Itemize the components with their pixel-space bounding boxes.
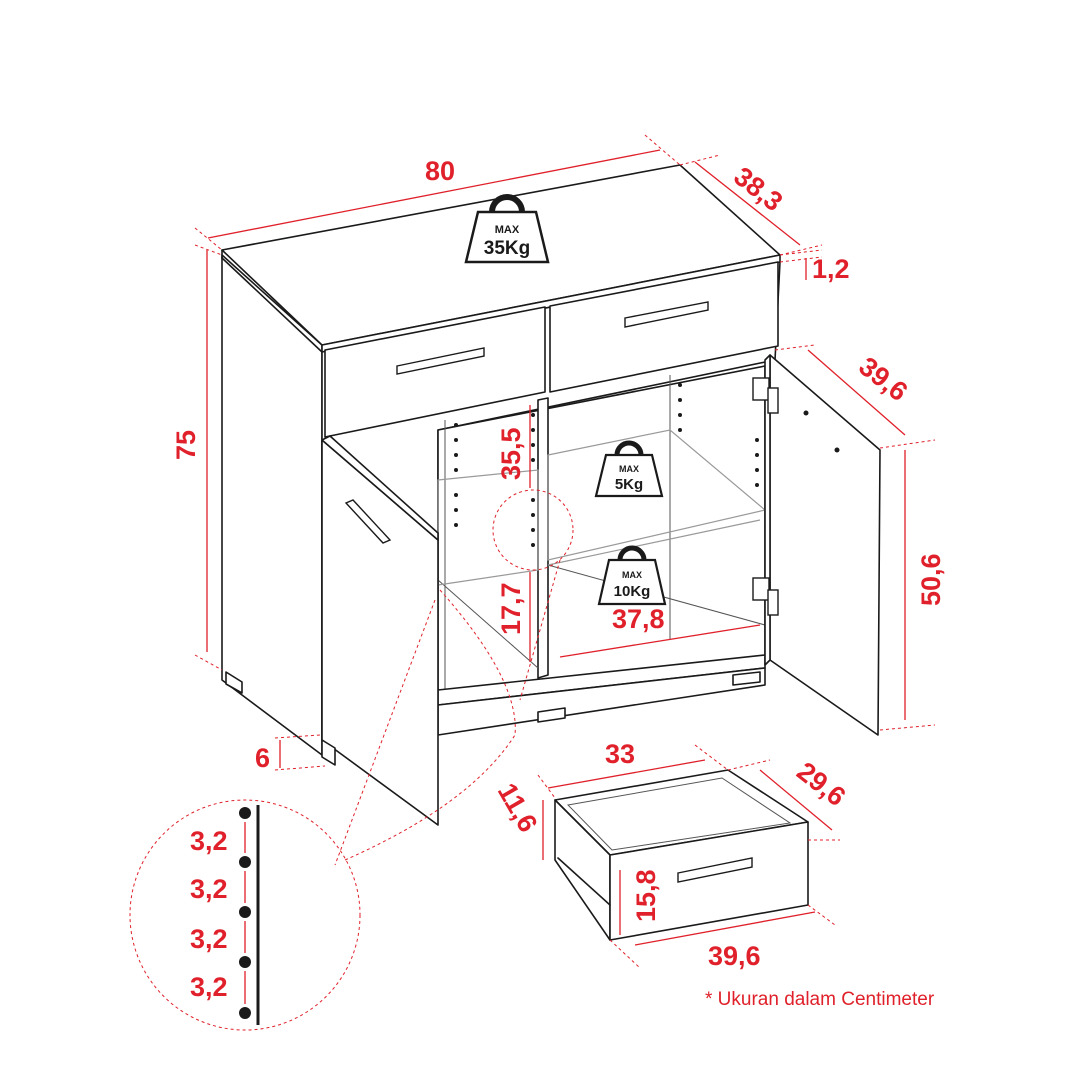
drawer-left-handle xyxy=(396,347,485,375)
dim-lower-compartment: 17,7 xyxy=(496,582,526,635)
dim-drawer-inner-height: 11,6 xyxy=(492,778,544,837)
hole-spacing-detail xyxy=(239,805,260,1025)
dim-upper-compartment: 35,5 xyxy=(496,427,526,480)
dim-leg-height: 6 xyxy=(255,743,270,773)
leg-front-right xyxy=(732,671,761,686)
cabinet-illustration xyxy=(221,164,881,826)
dim-door-height: 50,6 xyxy=(916,553,946,606)
drawer-detail-illustration xyxy=(554,769,809,941)
weight-upper-max: MAX xyxy=(619,464,639,474)
weight-icon-top: MAX 35Kg xyxy=(464,194,550,264)
hole-spacing-4: 3,2 xyxy=(190,972,228,1002)
hole-spacing-3: 3,2 xyxy=(190,924,228,954)
weight-upper-load: 5Kg xyxy=(615,476,643,493)
dim-drawer-front-height: 15,8 xyxy=(631,869,661,922)
leg-center xyxy=(537,707,566,723)
units-note: * Ukuran dalam Centimeter xyxy=(705,989,935,1010)
weight-icon-lower-shelf: MAX 10Kg xyxy=(597,545,667,606)
drawer-right-handle xyxy=(624,301,709,328)
dim-door-depth: 39,6 xyxy=(853,351,913,407)
dim-top-thickness: 1,2 xyxy=(812,254,850,284)
drawer-detail-handle xyxy=(677,857,753,883)
zoom-indicators xyxy=(129,489,574,1031)
dim-depth: 38,3 xyxy=(728,161,788,217)
hinge-icons xyxy=(752,377,779,616)
door-left-handle xyxy=(344,499,392,544)
dim-inner-width: 37,8 xyxy=(612,604,665,634)
weight-lower-max: MAX xyxy=(622,570,642,580)
drawer-left xyxy=(324,306,546,438)
center-divider xyxy=(537,397,549,679)
leg-back-left xyxy=(225,671,243,694)
dim-width: 80 xyxy=(425,156,455,186)
dim-height: 75 xyxy=(171,430,201,460)
drawer-right xyxy=(549,261,779,393)
door-right xyxy=(769,354,881,736)
hole-spacing-1: 3,2 xyxy=(190,826,228,856)
weight-top-max: MAX xyxy=(495,224,520,236)
door-left-top-edge xyxy=(321,435,439,541)
dim-drawer-front-width: 39,6 xyxy=(708,941,761,971)
weight-lower-load: 10Kg xyxy=(614,583,651,600)
hole-spacing-2: 3,2 xyxy=(190,874,228,904)
weight-icon-upper-shelf: MAX 5Kg xyxy=(594,440,664,498)
dimension-lines xyxy=(194,134,936,969)
dim-drawer-inner-width: 33 xyxy=(605,739,635,769)
weight-top-load: 35Kg xyxy=(484,238,530,259)
shelf-holes-left xyxy=(454,413,535,547)
leg-front-left xyxy=(321,739,336,766)
shelf-holes-right xyxy=(678,383,759,487)
